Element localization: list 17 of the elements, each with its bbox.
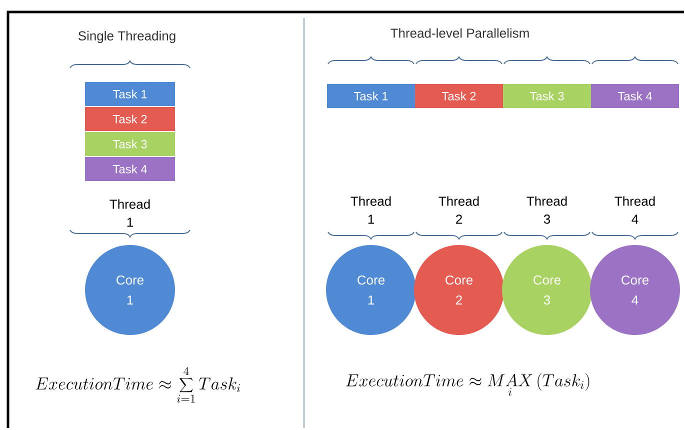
title-text: Thread-level Parallelism — [390, 28, 529, 38]
task-bar: Task 4 — [85, 157, 175, 181]
title-text: Single Threading — [78, 30, 176, 44]
task-bar: Task 3 — [85, 132, 175, 156]
task-bar: Task 2 — [85, 107, 175, 131]
thread-label: Thread 1 — [350, 196, 391, 224]
thread-label: Thread 4 — [614, 196, 655, 224]
thread-label: Thread 2 — [438, 196, 479, 224]
task-bar: Task 1 — [327, 84, 415, 108]
formula: $ExecutionTime \approx \sum_{i=1}^{4} Task_i$ — [36, 367, 240, 403]
task-bar: Task 3 — [503, 84, 591, 108]
task-bar: Task 1 — [85, 82, 175, 106]
task-bar: Task 4 — [591, 84, 679, 108]
task-bar: Task 2 — [415, 84, 503, 108]
thread-label: Thread 3 — [526, 196, 567, 224]
formula: $ExecutionTime \approx \mathop{MAX}\limits_{i}\left(Task_i\right)$ — [346, 373, 590, 396]
thread-label: Thread 1 — [110, 199, 150, 227]
